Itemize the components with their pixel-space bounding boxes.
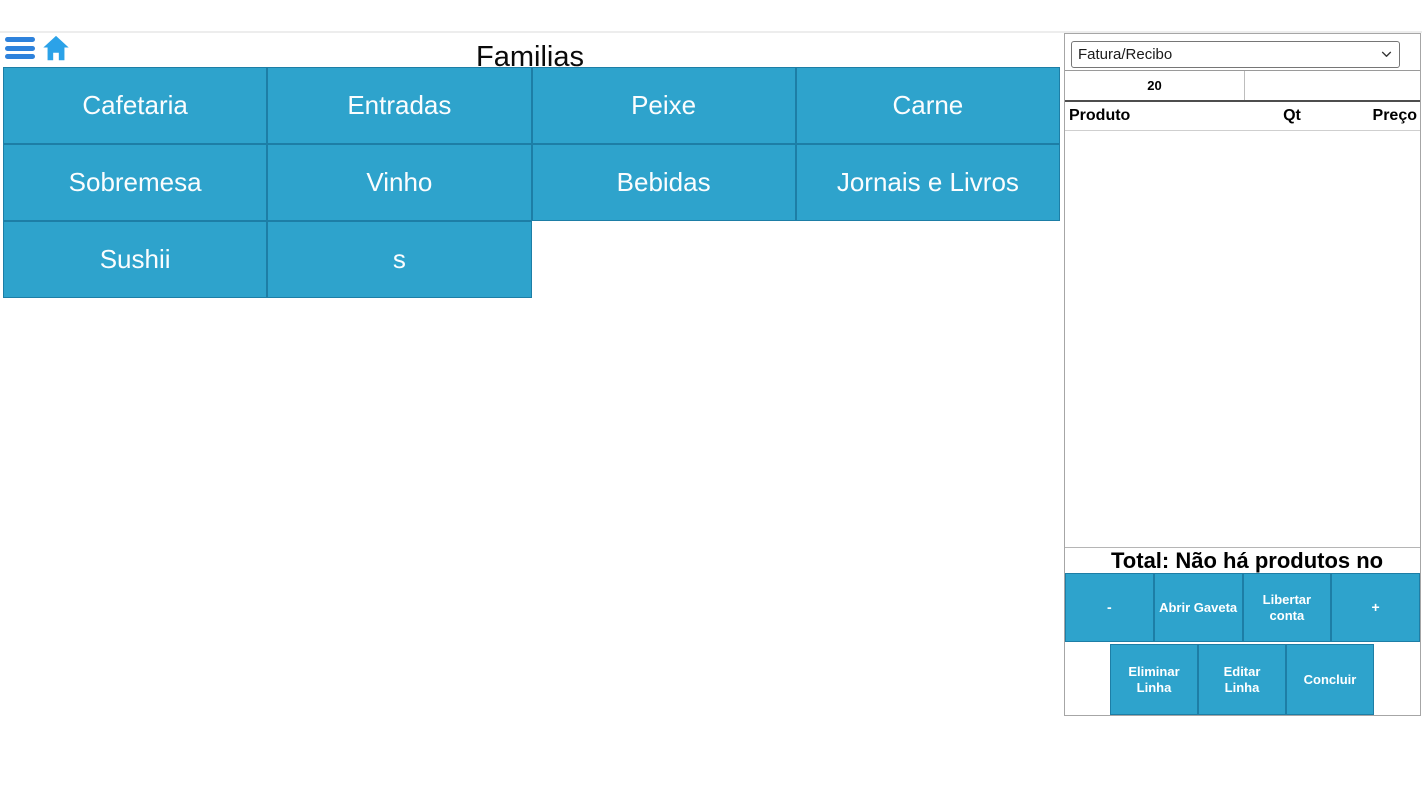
order-panel: Fatura/Recibo 20 Produto Qt Preço Total:… <box>1064 33 1421 716</box>
product-table-header: Produto Qt Preço <box>1065 102 1420 131</box>
home-icon[interactable] <box>41 33 71 68</box>
top-divider <box>0 31 1422 33</box>
family-button-peixe[interactable]: Peixe <box>531 67 796 144</box>
chevron-down-icon <box>1381 51 1392 58</box>
family-button-carne[interactable]: Carne <box>795 67 1060 144</box>
order-info-row: 20 <box>1065 70 1420 102</box>
hamburger-bar <box>5 37 35 42</box>
family-button-cafetaria[interactable]: Cafetaria <box>3 67 268 144</box>
family-button-vinho[interactable]: Vinho <box>267 144 532 221</box>
families-grid: Cafetaria Entradas Peixe Carne Sobremesa… <box>3 67 1060 298</box>
column-header-preco: Preço <box>1372 107 1417 124</box>
family-button-bebidas[interactable]: Bebidas <box>531 144 796 221</box>
family-button-jornais-e-livros[interactable]: Jornais e Livros <box>795 144 1060 221</box>
eliminar-linha-button[interactable]: Eliminar Linha <box>1110 644 1198 715</box>
actions-row-2: Eliminar Linha Editar Linha Concluir <box>1110 644 1374 715</box>
column-header-produto: Produto <box>1069 107 1131 124</box>
column-header-qt: Qt <box>1283 107 1301 124</box>
editar-linha-button[interactable]: Editar Linha <box>1198 644 1286 715</box>
hamburger-menu-icon[interactable] <box>5 37 35 63</box>
table-number-cell[interactable]: 20 <box>1065 71 1245 100</box>
libertar-conta-button[interactable]: Libertar conta <box>1242 573 1332 642</box>
family-button-entradas[interactable]: Entradas <box>267 67 532 144</box>
hamburger-bar <box>5 45 35 51</box>
actions-row-1: - Abrir Gaveta Libertar conta + <box>1065 573 1420 642</box>
decrease-button[interactable]: - <box>1065 573 1154 642</box>
abrir-gaveta-button[interactable]: Abrir Gaveta <box>1153 573 1243 642</box>
family-button-sushii[interactable]: Sushii <box>3 221 268 298</box>
concluir-button[interactable]: Concluir <box>1286 644 1374 715</box>
product-list <box>1065 131 1420 547</box>
order-info-blank-cell <box>1245 71 1420 100</box>
family-button-sobremesa[interactable]: Sobremesa <box>3 144 268 221</box>
document-type-value: Fatura/Recibo <box>1078 46 1173 63</box>
total-row: Total: Não há produtos no <box>1065 547 1420 573</box>
family-button-s[interactable]: s <box>267 221 532 298</box>
document-type-select[interactable]: Fatura/Recibo <box>1071 41 1400 68</box>
increase-button[interactable]: + <box>1331 573 1420 642</box>
hamburger-bar <box>5 54 35 59</box>
